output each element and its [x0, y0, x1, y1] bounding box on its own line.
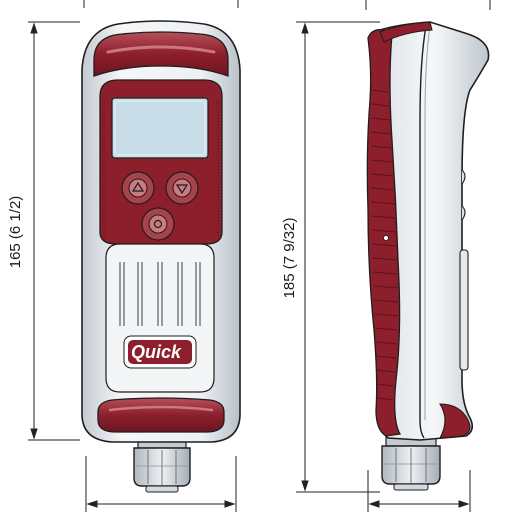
center-button[interactable]: [141, 207, 175, 241]
brand-text: Quick: [131, 342, 182, 362]
side-grip-texture: [370, 89, 399, 401]
down-button[interactable]: [165, 171, 199, 205]
up-button[interactable]: [121, 171, 155, 205]
front-view-device: Quick: [81, 20, 241, 493]
triangle-up-icon: [131, 181, 145, 192]
front-cable-gland: [133, 437, 191, 493]
side-height-dimension: [296, 21, 380, 493]
front-bottom-bumper: [97, 397, 225, 433]
side-height-label: 185 (7 9/32): [281, 218, 298, 299]
front-width-dimension: [83, 0, 239, 512]
front-height-dimension: [28, 21, 80, 441]
side-width-dimension: [365, 0, 491, 512]
front-grip-area: [105, 243, 215, 393]
side-red-grip: [366, 29, 402, 437]
triangle-down-icon: [175, 184, 189, 195]
front-top-bumper: [93, 31, 229, 77]
quick-logo: Quick: [123, 335, 197, 369]
side-view-device: [366, 21, 490, 491]
front-height-label: 165 (6 1/2): [7, 196, 24, 269]
lcd-screen: [111, 97, 209, 159]
grip-ridges: [119, 262, 201, 326]
side-cable-gland: [381, 435, 441, 491]
circle-icon: [153, 219, 163, 229]
